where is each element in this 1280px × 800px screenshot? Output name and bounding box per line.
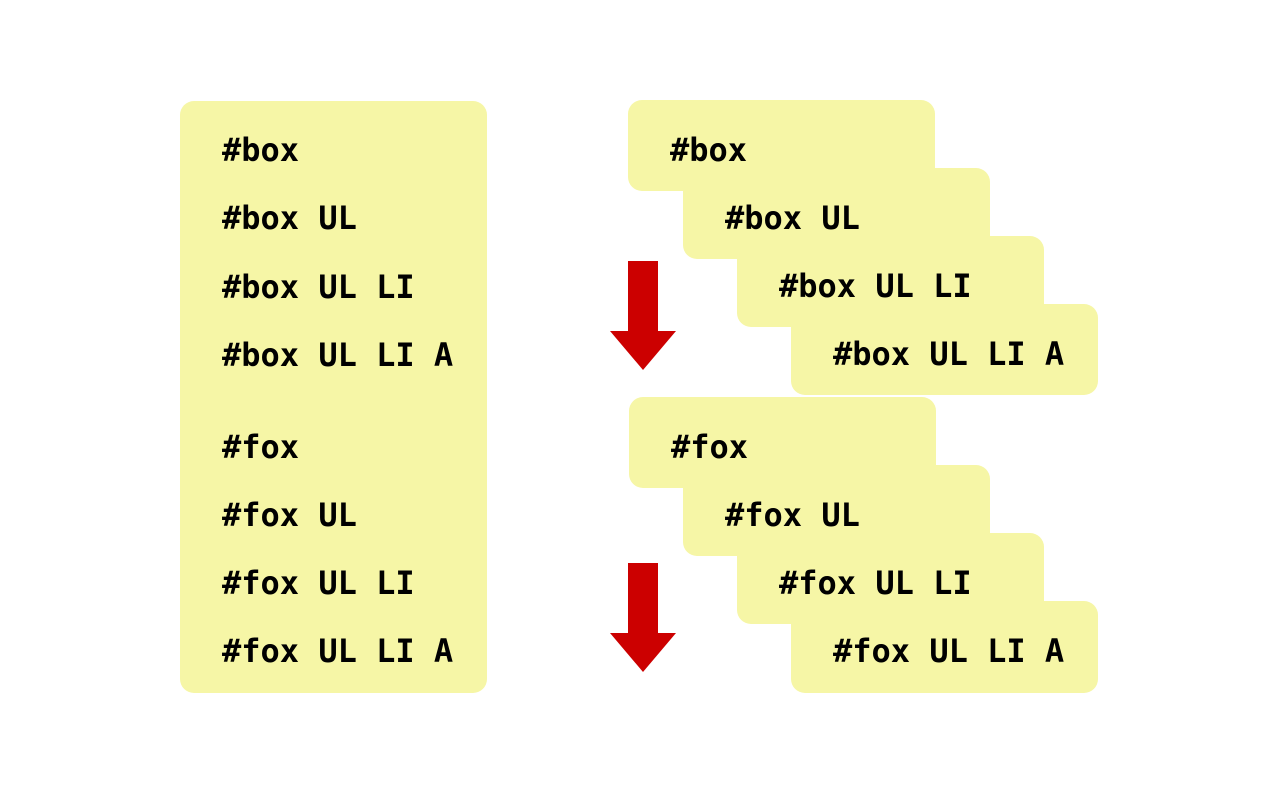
selector-list-item: #fox UL LI A [222, 632, 454, 670]
stacked-selector-label: #box UL [725, 199, 860, 237]
selector-list-item: #fox UL LI [222, 564, 415, 602]
stacked-selector-label: #box UL LI A [833, 335, 1065, 373]
stacked-selector-label: #fox UL LI [779, 564, 972, 602]
stacked-selector-label: #fox UL LI A [833, 632, 1065, 670]
down-arrow-icon [610, 563, 676, 672]
selector-list-item: #fox UL [222, 496, 357, 534]
stacked-selector-box: #fox UL LI A [791, 601, 1098, 693]
selector-list-item: #box UL LI A [222, 336, 454, 374]
stacked-selector-label: #box UL LI [779, 267, 972, 305]
down-arrow-icon [610, 261, 676, 370]
stacked-selector-label: #box [670, 131, 748, 169]
selector-list-item: #box UL LI [222, 268, 415, 306]
selector-list-item: #box [222, 131, 300, 169]
stacked-selector-label: #fox UL [725, 496, 860, 534]
stacked-selector-label: #fox [671, 428, 749, 466]
selector-list-item: #box UL [222, 199, 357, 237]
selector-list-panel: #box #box UL #box UL LI #box UL LI A #fo… [180, 101, 487, 693]
stacked-selector-box: #box UL LI A [791, 304, 1098, 395]
selector-list-item: #fox [222, 428, 300, 466]
